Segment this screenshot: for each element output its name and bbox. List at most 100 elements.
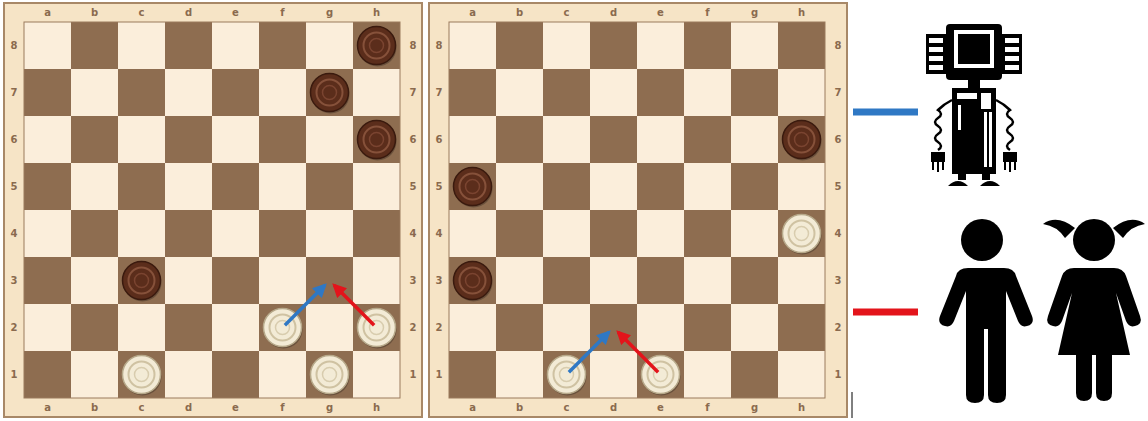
coordinate-label: h <box>373 403 380 413</box>
coordinate-label: 4 <box>436 229 443 239</box>
board-square <box>118 163 165 210</box>
board-square <box>165 22 212 69</box>
coordinate-label: 4 <box>11 229 18 239</box>
board-square <box>24 116 71 163</box>
board-square <box>212 257 259 304</box>
board-square <box>496 257 543 304</box>
board-square <box>165 69 212 116</box>
board-square <box>496 163 543 210</box>
coordinate-label: g <box>326 403 333 413</box>
board-square <box>496 304 543 351</box>
board-square <box>543 69 590 116</box>
board-square <box>778 210 825 257</box>
board-square <box>637 210 684 257</box>
coordinate-label: 7 <box>436 88 443 98</box>
board-square <box>543 22 590 69</box>
black-piece <box>123 262 162 302</box>
coordinate-label: 7 <box>835 88 842 98</box>
board-square <box>165 351 212 398</box>
board-square <box>684 69 731 116</box>
board-square <box>165 116 212 163</box>
coordinate-label: 6 <box>436 135 443 145</box>
coordinate-label: 2 <box>410 323 417 333</box>
board-square <box>637 304 684 351</box>
board-square <box>731 304 778 351</box>
board-square <box>637 257 684 304</box>
board-square <box>778 351 825 398</box>
board-square <box>212 210 259 257</box>
board-square <box>212 69 259 116</box>
board-square <box>259 257 306 304</box>
board-square <box>449 257 496 304</box>
board-square <box>118 210 165 257</box>
board-square <box>353 116 400 163</box>
coordinate-label: 8 <box>410 41 417 51</box>
board-square <box>637 163 684 210</box>
coordinate-label: h <box>798 8 805 18</box>
board-square <box>496 116 543 163</box>
board-square <box>306 210 353 257</box>
white-piece <box>783 215 822 255</box>
board-border <box>24 22 400 398</box>
board-square <box>24 69 71 116</box>
board-square <box>637 116 684 163</box>
coordinate-label: 1 <box>436 370 443 380</box>
board-square <box>71 22 118 69</box>
coordinate-label: 5 <box>835 182 842 192</box>
board-border <box>449 22 825 398</box>
board-square <box>590 163 637 210</box>
coordinate-label: 1 <box>835 370 842 380</box>
board-square <box>24 163 71 210</box>
coordinate-label: 6 <box>410 135 417 145</box>
board-square <box>684 351 731 398</box>
board-square <box>353 210 400 257</box>
coordinate-label: 5 <box>11 182 18 192</box>
separator-line <box>852 392 853 418</box>
coordinate-label: 4 <box>410 229 417 239</box>
board-square <box>778 163 825 210</box>
board-square <box>684 116 731 163</box>
board-square <box>684 210 731 257</box>
coordinate-label: b <box>516 403 523 413</box>
coordinate-label: c <box>564 8 570 18</box>
board-square <box>165 163 212 210</box>
black-piece <box>454 262 493 302</box>
board-square <box>165 304 212 351</box>
board-square <box>684 22 731 69</box>
board-square <box>259 351 306 398</box>
board-square <box>778 304 825 351</box>
board-frame <box>4 3 422 417</box>
coordinate-label: a <box>44 8 51 18</box>
board-square <box>306 116 353 163</box>
black-piece <box>454 168 493 208</box>
board-frame <box>429 3 847 417</box>
coordinate-label: 3 <box>436 276 443 286</box>
board-square <box>590 351 637 398</box>
board-square <box>449 304 496 351</box>
board-square <box>684 163 731 210</box>
coordinate-label: g <box>326 8 333 18</box>
coordinate-label: 5 <box>410 182 417 192</box>
board-square <box>306 22 353 69</box>
board-square <box>24 304 71 351</box>
coordinate-label: 3 <box>11 276 18 286</box>
coordinate-label: c <box>139 403 145 413</box>
board-square <box>778 69 825 116</box>
board-square <box>684 257 731 304</box>
board-square <box>449 163 496 210</box>
board-square <box>731 69 778 116</box>
coordinate-label: g <box>751 403 758 413</box>
board-square <box>496 351 543 398</box>
board-square <box>543 116 590 163</box>
board-square <box>306 304 353 351</box>
coordinate-label: d <box>185 403 192 413</box>
board-square <box>118 351 165 398</box>
coordinate-label: c <box>564 403 570 413</box>
blue-legend-line <box>853 109 918 116</box>
coordinate-label: 3 <box>410 276 417 286</box>
board-square <box>118 116 165 163</box>
coordinate-label: a <box>469 403 476 413</box>
board-square <box>449 69 496 116</box>
black-piece <box>358 27 397 67</box>
board-square <box>353 22 400 69</box>
